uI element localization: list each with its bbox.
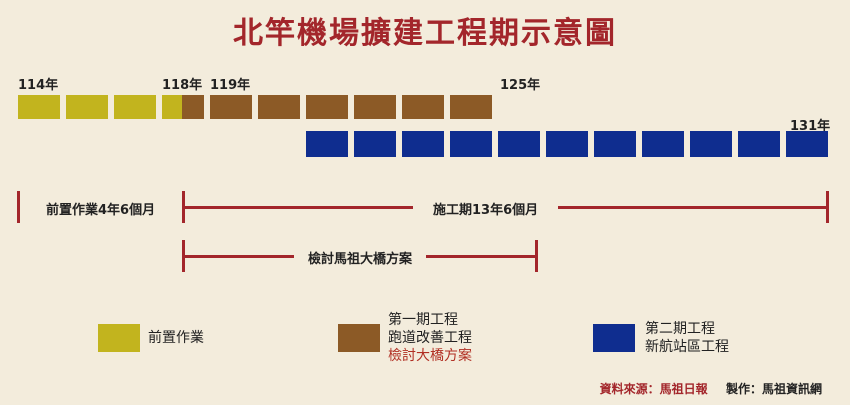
construction-bracket-left-tick [182,191,185,223]
prep-block [66,95,108,119]
year-label-118: 118年 [162,78,203,93]
legend-swatch-prep [98,324,140,352]
phase1-block [354,95,396,119]
legend-swatch-phase2 [593,324,635,352]
phase1-block [306,95,348,119]
credits-footer: 資料來源：馬祖日報 製作：馬祖資訊網 [600,380,822,397]
phase2-block [594,131,636,157]
year-label-125: 125年 [500,78,541,93]
legend-phase2-line1: 第二期工程 [645,321,715,337]
phase1-block [182,95,204,119]
phase2-block [498,131,540,157]
phase2-block [546,131,588,157]
legend-phase1-line3: 檢討大橋方案 [388,348,472,364]
phase2-block [450,131,492,157]
legend-label-phase2: 第二期工程 新航站區工程 [645,320,729,356]
phase2-block [642,131,684,157]
prep-block [162,95,182,119]
legend-phase2-line2: 新航站區工程 [645,339,729,355]
phase2-block [738,131,780,157]
phase1-block [210,95,252,119]
phase1-block [450,95,492,119]
phase1-block [258,95,300,119]
legend-label-prep: 前置作業 [148,330,204,346]
prep-block [114,95,156,119]
prep-bracket-left-tick [17,191,20,223]
legend-phase1-line2: 跑道改善工程 [388,330,472,346]
phase2-block [354,131,396,157]
construction-bracket-right-tick [826,191,829,223]
year-label-114: 114年 [18,78,59,93]
maker-credit: 製作：馬祖資訊網 [725,382,822,396]
source-credit: 資料來源：馬祖日報 [599,382,708,396]
phase2-block [786,131,828,157]
diagram-title: 北竿機場擴建工程期示意圖 [233,16,617,51]
review-bracket-left-tick [182,240,185,272]
review-bracket-right-tick [535,240,538,272]
review-bracket-label: 檢討馬祖大橋方案 [294,248,427,267]
phase2-block [306,131,348,157]
phase2-block [402,131,444,157]
prep-block [18,95,60,119]
prep-bracket-label: 前置作業4年6個月 [40,199,162,218]
legend-label-phase1: 第一期工程 跑道改善工程 檢討大橋方案 [388,311,472,365]
phase1-block [402,95,444,119]
year-label-131: 131年 [790,119,831,134]
construction-bracket-label: 施工期13年6個月 [413,199,559,218]
legend-swatch-phase1 [338,324,380,352]
legend-phase1-line1: 第一期工程 [388,312,458,328]
phase2-block [690,131,732,157]
year-label-119: 119年 [210,78,251,93]
